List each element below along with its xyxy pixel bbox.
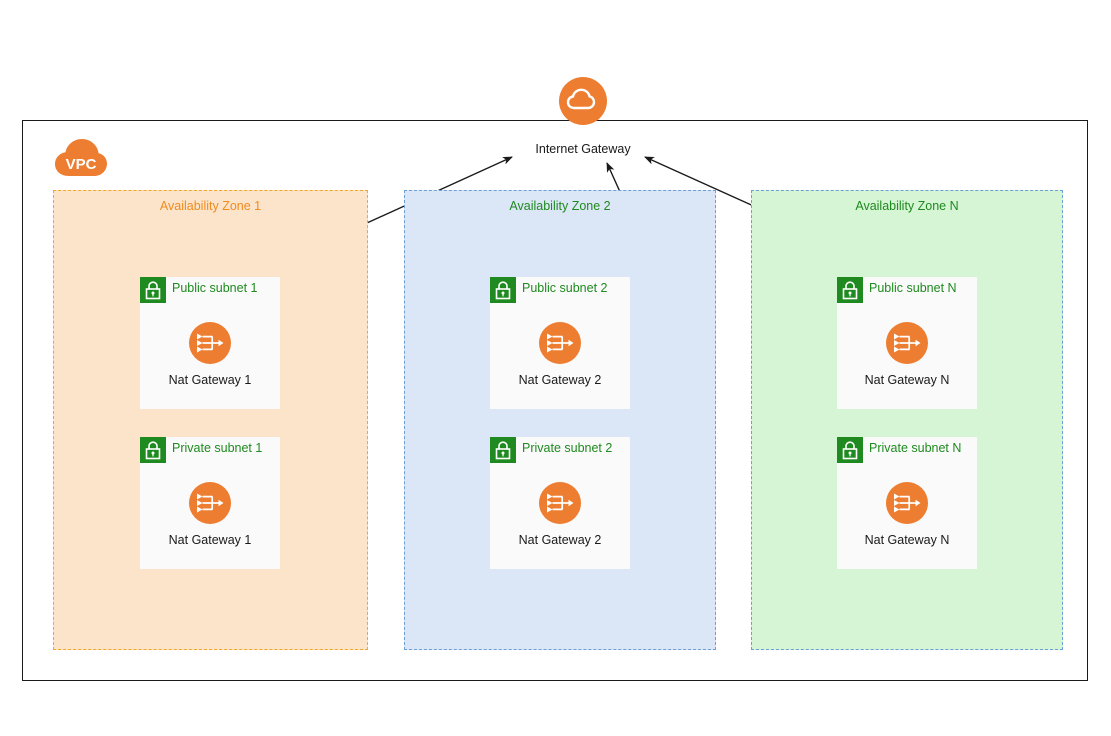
- internet-gateway-icon: [558, 76, 608, 126]
- subnet-private-2-label: Private subnet 2: [522, 441, 613, 455]
- nat-gateway-icon: [188, 481, 232, 525]
- subnet-header: Public subnet 2: [490, 277, 630, 305]
- subnet-header: Private subnet 1: [140, 437, 280, 465]
- vpc-boundary: [22, 120, 1088, 681]
- subnet-private-n-label: Private subnet N: [869, 441, 962, 455]
- nat-gateway-label: Nat Gateway 2: [518, 373, 602, 387]
- nat-gateway-icon: [188, 321, 232, 365]
- subnet-public-n-label: Public subnet N: [869, 281, 957, 295]
- nat-gateway-label: Nat Gateway N: [864, 533, 950, 547]
- nat-gateway-label: Nat Gateway 1: [168, 373, 252, 387]
- lock-icon: [490, 277, 516, 303]
- subnet-public-2[interactable]: Public subnet 2 Nat Gateway 2: [490, 277, 630, 409]
- subnet-public-1-label: Public subnet 1: [172, 281, 258, 295]
- nat-gateway-icon: [538, 481, 582, 525]
- lock-icon: [837, 437, 863, 463]
- availability-zone-n-title: Availability Zone N: [855, 199, 959, 213]
- nat-gateway-icon: [885, 481, 929, 525]
- subnet-private-1-label: Private subnet 1: [172, 441, 263, 455]
- subnet-private-2[interactable]: Private subnet 2 Nat Gateway 2: [490, 437, 630, 569]
- lock-icon: [140, 277, 166, 303]
- subnet-public-n[interactable]: Public subnet N Nat Gateway N: [837, 277, 977, 409]
- internet-gateway-label: Internet Gateway: [535, 142, 631, 156]
- lock-icon: [837, 277, 863, 303]
- availability-zone-2: Availability Zone 2: [404, 190, 716, 650]
- nat-gateway-label: Nat Gateway N: [864, 373, 950, 387]
- subnet-public-1[interactable]: Public subnet 1 Nat Gateway 1: [140, 277, 280, 409]
- nat-gateway-icon: [885, 321, 929, 365]
- nat-gateway-icon: [538, 321, 582, 365]
- lock-icon: [490, 437, 516, 463]
- availability-zone-1-title: Availability Zone 1: [159, 199, 262, 213]
- subnet-public-2-label: Public subnet 2: [522, 281, 608, 295]
- nat-gateway-label: Nat Gateway 2: [518, 533, 602, 547]
- availability-zone-1: Availability Zone 1: [53, 190, 368, 650]
- availability-zone-n: Availability Zone N: [751, 190, 1063, 650]
- subnet-header: Private subnet 2: [490, 437, 630, 465]
- lock-icon: [140, 437, 166, 463]
- svg-text:VPC: VPC: [66, 156, 97, 173]
- subnet-header: Private subnet N: [837, 437, 977, 465]
- subnet-header: Public subnet 1: [140, 277, 280, 305]
- nat-gateway-label: Nat Gateway 1: [168, 533, 252, 547]
- subnet-private-1[interactable]: Private subnet 1 Nat Gateway 1: [140, 437, 280, 569]
- subnet-private-n[interactable]: Private subnet N Nat Gateway N: [837, 437, 977, 569]
- subnet-header: Public subnet N: [837, 277, 977, 305]
- availability-zone-2-title: Availability Zone 2: [509, 199, 611, 213]
- vpc-cloud-icon: VPC: [52, 136, 110, 181]
